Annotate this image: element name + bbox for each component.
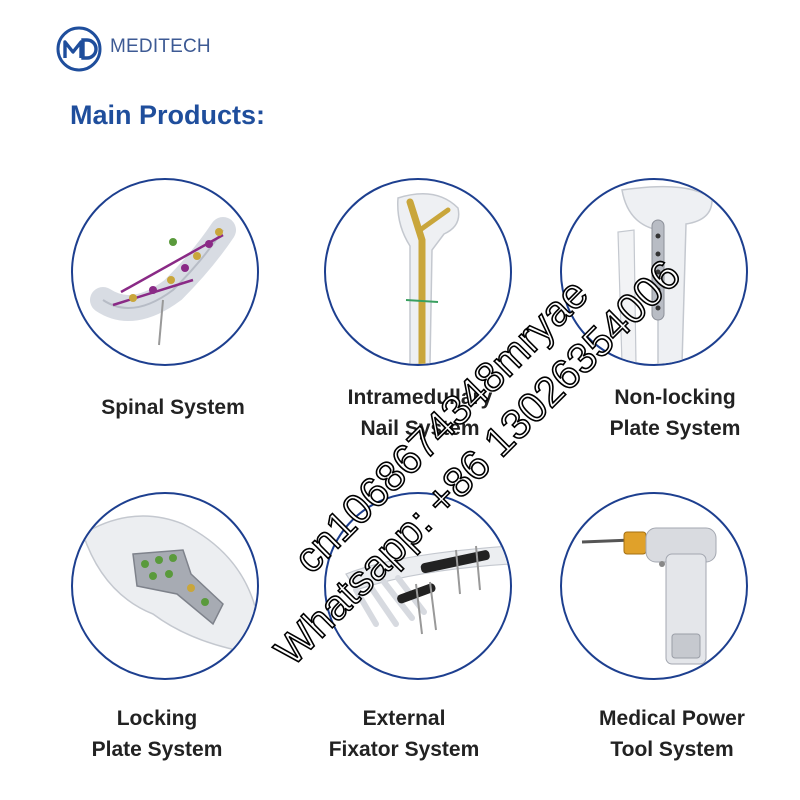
label-line: Plate System	[91, 738, 223, 761]
product-label-power-tool: Medical Power Tool System	[552, 703, 792, 765]
label-line: Tool System	[610, 738, 734, 761]
label-line: Intramedullary	[347, 386, 493, 409]
label-line: Fixator System	[328, 738, 480, 761]
product-label-spinal: Spinal System	[53, 392, 293, 423]
label-line: External	[362, 707, 446, 730]
power-drill-icon	[581, 527, 717, 665]
product-image-non-locking-plate	[560, 178, 748, 366]
bone-plate-icon	[617, 185, 713, 364]
label-line: Plate System	[609, 417, 741, 440]
product-image-power-tool	[560, 492, 748, 680]
product-image-external-fixator	[324, 492, 512, 680]
locking-plate-icon	[82, 515, 257, 655]
page-title: Main Products:	[70, 100, 266, 130]
label-line: Medical Power	[599, 707, 745, 730]
product-image-intramedullary-nail	[324, 178, 512, 366]
product-label-intramedullary-nail: Intramedullary Nail System	[300, 382, 540, 444]
label-line: Nail System	[360, 417, 480, 440]
spine-implant-icon	[90, 217, 236, 346]
product-label-non-locking-plate: Non-locking Plate System	[555, 382, 795, 444]
product-label-external-fixator: External Fixator System	[284, 703, 524, 765]
product-image-locking-plate	[71, 492, 259, 680]
brand-name: MEDITECH	[110, 36, 211, 57]
label-line: Non-locking	[614, 386, 736, 409]
product-image-spinal	[71, 178, 259, 366]
product-label-locking-plate: Locking Plate System	[37, 703, 277, 765]
label-line: Locking	[116, 707, 198, 730]
meditech-logo	[56, 26, 102, 72]
femur-nail-icon	[397, 193, 460, 364]
external-fixator-icon	[345, 545, 510, 635]
label-line: Spinal System	[101, 396, 245, 419]
